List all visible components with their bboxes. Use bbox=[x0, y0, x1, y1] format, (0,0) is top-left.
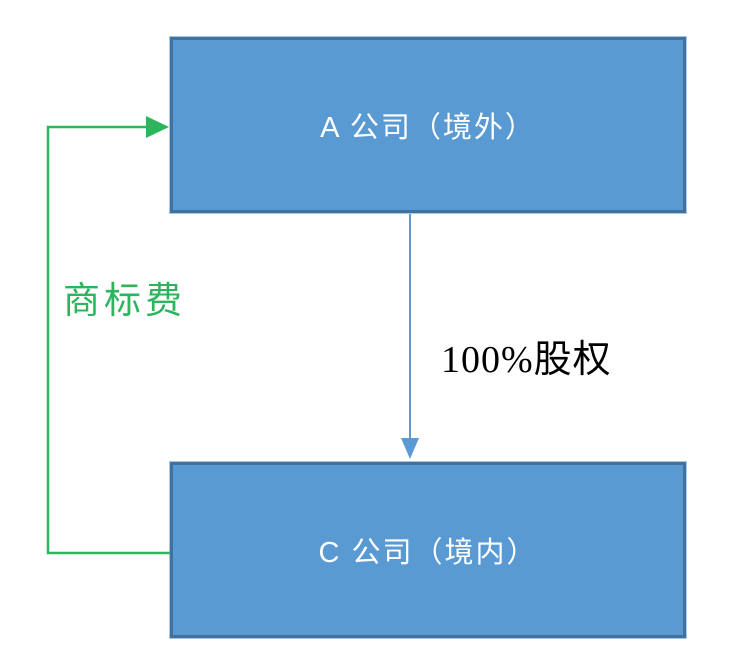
node-company-c: C 公司（境内） bbox=[170, 462, 686, 638]
node-company-a: A 公司（境外） bbox=[170, 37, 686, 213]
node-company-c-label: C 公司（境内） bbox=[318, 537, 538, 569]
equity-label: 100%股权 bbox=[441, 339, 612, 381]
equity-arrow bbox=[401, 214, 419, 459]
node-company-a-label: A 公司（境外） bbox=[320, 112, 536, 144]
trademark-fee-label: 商标费 bbox=[63, 281, 186, 322]
trademark-fee-arrow bbox=[46, 116, 171, 555]
